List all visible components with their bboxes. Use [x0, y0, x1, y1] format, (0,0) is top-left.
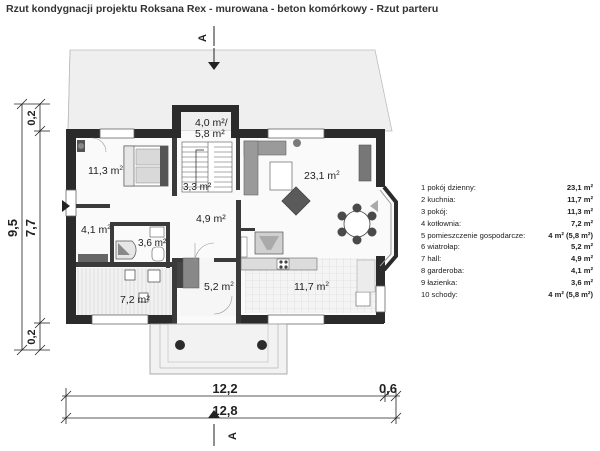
section-label-top: A: [197, 34, 209, 42]
label-vestibule: 5,2 m2: [204, 281, 234, 293]
room-area: 11,7 m²: [567, 194, 593, 204]
dim-bottom-total: 12,8: [212, 403, 237, 418]
room-area: 5,2 m²: [571, 242, 593, 252]
dim-left-mid: 7,7: [23, 219, 38, 237]
label-stair: 3,3 m²: [183, 182, 212, 193]
room-row: 6 wiatrołap: 5,2 m²: [421, 241, 593, 253]
room-name: 7 hall:: [421, 254, 442, 264]
room-name: 4 kotłownia:: [421, 218, 462, 228]
room-name: 10 schody:: [421, 290, 458, 300]
room-area: 4,1 m²: [571, 266, 593, 276]
label-stair-top: 4,0 m²/: [195, 117, 228, 129]
section-marker-left: [62, 200, 378, 212]
label-kitchen: 11,7 m2: [294, 281, 329, 293]
room-name: 6 wiatrołap:: [421, 242, 460, 252]
bay-window: [379, 185, 398, 272]
room-name: 1 pokój dzienny:: [421, 183, 476, 192]
staircase: [181, 141, 233, 193]
kitchen-fixtures: [240, 231, 376, 307]
boiler-room-fixtures: [124, 269, 161, 303]
room-area: 11,3 m²: [567, 206, 593, 216]
vestibule-fixtures: [177, 242, 233, 315]
room-name: 8 garderoba:: [421, 266, 465, 276]
dim-left-top: 0,2: [26, 110, 38, 125]
room-area: 7,2 m²: [571, 218, 593, 228]
room-area: 4 m² (5,8 m²): [548, 230, 593, 240]
room-name: 3 pokój:: [421, 206, 448, 216]
roof-outline: [67, 49, 393, 132]
section-marker-bottom: A: [208, 410, 239, 446]
room-area: 23,1 m²: [566, 183, 593, 192]
windows: [65, 128, 386, 325]
dim-bottom-side: 0,6: [379, 381, 397, 396]
room-row: 5 pomieszczenie gospodarcze: 4 m² (5,8 m²…: [421, 230, 593, 242]
label-wardrobe: 4,1 m2: [81, 224, 111, 236]
room-row: 4 kotłownia: 7,2 m²: [421, 218, 593, 230]
room-area: 4 m² (5,8 m²): [548, 290, 593, 300]
label-hall: 4,9 m²: [196, 213, 226, 225]
room-name: 9 łazienka:: [421, 278, 458, 288]
drawing-title: Rzut kondygnacji projektu Roksana Rex - …: [6, 3, 439, 15]
section-label-bottom: A: [227, 432, 239, 440]
room-row: 1 pokój dzienny: 23,1 m²: [421, 182, 593, 194]
label-stair-top-2: 5,8 m²: [195, 128, 225, 140]
label-bedroom: 11,3 m2: [88, 165, 123, 177]
interior-walls: [76, 138, 255, 324]
label-bathroom: 3,6 m²: [138, 238, 167, 249]
bathroom-fixtures: [78, 226, 165, 262]
dim-left-bottom: 0,2: [26, 329, 38, 344]
room-schedule: 1 pokój dzienny: 23,1 m² 2 kuchnia: 11,7 m…: [421, 182, 593, 301]
room-area: 4,9 m²: [571, 254, 593, 264]
room-row: 9 łazienka: 3,6 m²: [421, 277, 593, 289]
dim-bottom-main: 12,2: [212, 381, 237, 396]
room-row: 7 hall: 4,9 m²: [421, 253, 593, 265]
dim-left-total: 9,5: [5, 219, 20, 237]
entrance-porch: [149, 323, 288, 375]
section-marker-top: A: [197, 26, 220, 70]
room-area: 3,6 m²: [571, 278, 593, 288]
room-name: 5 pomieszczenie gospodarcze:: [421, 230, 526, 240]
room-name: 2 kuchnia:: [421, 194, 456, 204]
left-dimensions: [14, 98, 50, 356]
room-row: 3 pokój: 11,3 m²: [421, 206, 593, 218]
label-boiler: 7,2 m²: [120, 294, 150, 306]
room-row: 10 schody: 4 m² (5,8 m²): [421, 289, 593, 301]
label-living: 23,1 m2: [304, 170, 340, 182]
room-labels: 11,3 m2 4,0 m²/ 5,8 m² 3,3 m² 23,1 m2 4,…: [81, 117, 340, 306]
room-row: 2 kuchnia: 11,7 m²: [421, 194, 593, 206]
bottom-dimensions: [60, 388, 402, 424]
bedroom-furniture: [77, 137, 169, 187]
room-row: 8 garderoba: 4,1 m²: [421, 265, 593, 277]
living-room-furniture: [243, 139, 377, 245]
